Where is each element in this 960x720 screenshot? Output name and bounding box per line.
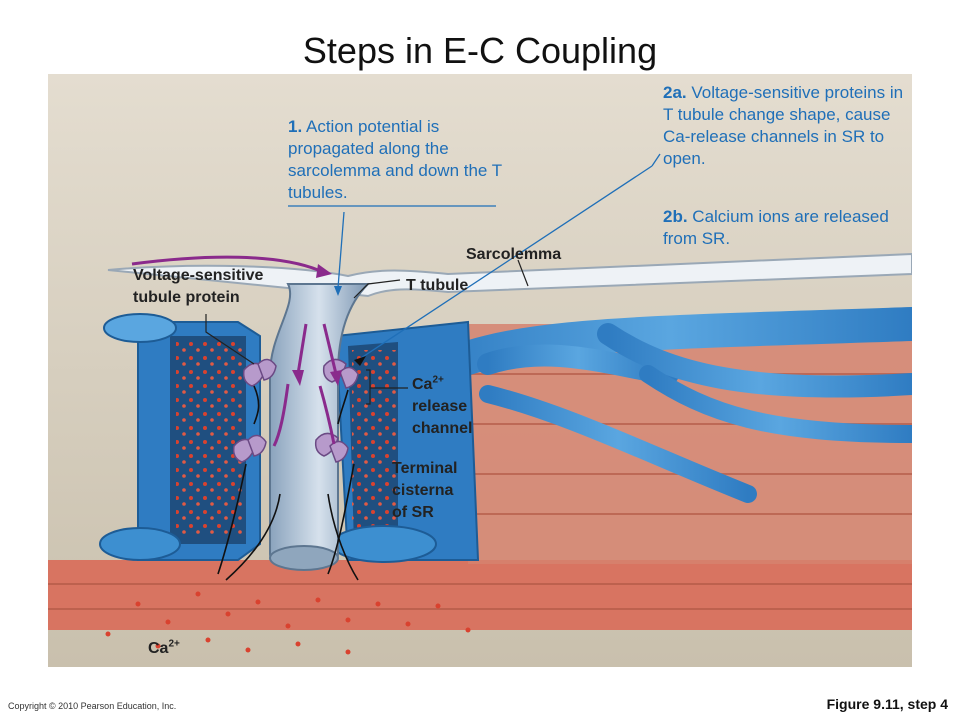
sarcolemma-label: Sarcolemma	[466, 246, 562, 263]
step-2b-text: Calcium ions are released from SR.	[663, 207, 889, 248]
step-2b-callout: 2b. Calcium ions are released from SR.	[663, 206, 893, 250]
copyright-notice: Copyright © 2010 Pearson Education, Inc.	[8, 701, 177, 711]
muscle-fiber-illustration	[48, 74, 912, 667]
ca-release-line2: release	[412, 398, 468, 415]
terminal-line1: Terminal	[392, 460, 458, 477]
cisterna-left-end	[99, 527, 181, 561]
ca-release-channel-label: Ca2+ release channel	[412, 374, 472, 440]
step-2a-text: Voltage-sensitive proteins in T tubule c…	[663, 83, 904, 168]
ca-release-line3: channel	[412, 420, 473, 437]
voltage-protein-label-line2: tubule protein	[133, 289, 240, 306]
step-1-number: 1.	[288, 117, 303, 136]
free-calcium-ions	[105, 591, 471, 655]
page-title: Steps in E-C Coupling	[302, 30, 658, 71]
step-2a-number: 2a.	[663, 83, 687, 102]
figure-caption: Figure 9.11, step 4	[826, 696, 948, 712]
step-2b-number: 2b.	[663, 207, 688, 226]
t-tubule-label: T tubule	[406, 277, 469, 294]
step-2a-callout: 2a. Voltage-sensitive proteins in T tubu…	[663, 82, 913, 170]
ca-base: Ca	[148, 640, 169, 657]
ca-release-ca: Ca	[412, 376, 433, 393]
ca-sup: 2+	[168, 638, 180, 650]
myofibril-band	[48, 560, 912, 630]
cisterna-right-end	[331, 525, 437, 563]
sarcoplasmic-reticulum-network	[411, 307, 912, 503]
calcium-ion-label: Ca2+	[148, 638, 180, 660]
terminal-line2: cisterna	[392, 482, 454, 499]
voltage-protein-label-line1: Voltage-sensitive	[133, 267, 264, 284]
action-potential-arrows	[131, 255, 338, 447]
ca-release-channels	[232, 358, 359, 463]
terminal-cisterna-label: Terminal cisterna of SR	[392, 458, 458, 524]
step-1-text: Action potential is propagated along the…	[288, 117, 502, 202]
terminal-line3: of SR	[392, 504, 434, 521]
ca-release-sup: 2+	[432, 374, 444, 386]
voltage-protein-label: Voltage-sensitive tubule protein	[133, 265, 263, 309]
step-1-callout: 1. Action potential is propagated along …	[288, 116, 513, 204]
calcium-flow-arrows	[217, 385, 359, 581]
